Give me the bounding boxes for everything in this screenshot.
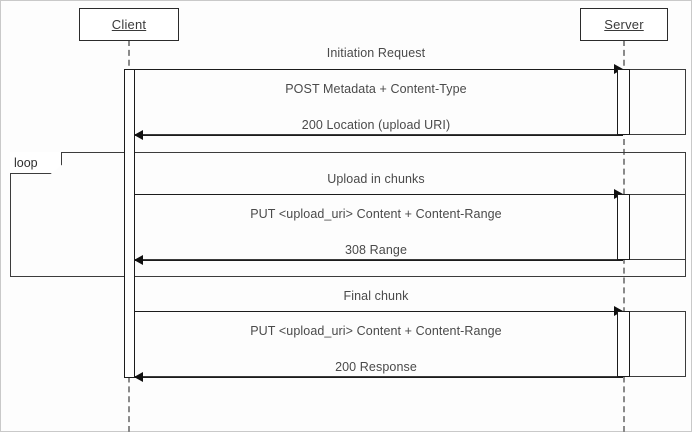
message-arrow-m2	[134, 135, 623, 136]
participant-client-label: Client	[111, 17, 147, 32]
activation-server-final[interactable]	[617, 311, 630, 377]
message-arrow-m3	[134, 194, 623, 195]
message-arrowhead-m2	[134, 130, 143, 140]
message-label-m4: 308 Range	[344, 243, 408, 257]
message-arrowhead-m6	[134, 372, 143, 382]
message-label-m3: PUT <upload_uri> Content + Content-Range	[250, 207, 502, 221]
message-arrow-m5	[134, 311, 623, 312]
message-label-m5: PUT <upload_uri> Content + Content-Range	[250, 324, 502, 338]
group-label-final: Final chunk	[343, 289, 409, 303]
activation-server-chunks[interactable]	[617, 194, 630, 260]
message-arrow-m4	[134, 260, 623, 261]
message-arrow-m6	[134, 377, 623, 378]
group-label-chunks: Upload in chunks	[327, 172, 425, 186]
participant-server[interactable]: Server	[580, 8, 668, 41]
activation-client[interactable]	[124, 69, 135, 378]
fragment-operator-tab-loop: loop	[10, 152, 62, 174]
message-label-m2: 200 Location (upload URI)	[301, 118, 451, 132]
message-arrow-m1	[134, 69, 623, 70]
fragment-operator-label: loop	[14, 155, 38, 170]
message-label-m6: 200 Response	[335, 360, 417, 374]
message-label-m1: POST Metadata + Content-Type	[285, 82, 467, 96]
participant-client[interactable]: Client	[79, 8, 179, 41]
participant-server-label: Server	[604, 17, 644, 32]
message-arrowhead-m4	[134, 255, 143, 265]
activation-server-initiation[interactable]	[617, 69, 630, 135]
group-label-initiation: Initiation Request	[326, 46, 426, 60]
